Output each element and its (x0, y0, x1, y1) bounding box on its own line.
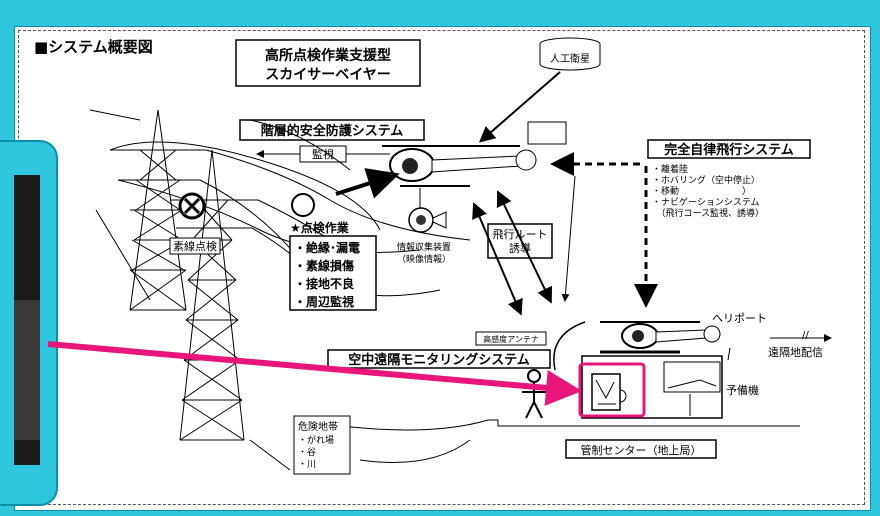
monitoring-label: 監視 (312, 147, 334, 161)
slide-panel (14, 26, 871, 511)
wire-inspection-box (169, 237, 221, 255)
transmission-tower-left (110, 109, 206, 311)
danger-item-2: ・谷 (298, 447, 316, 458)
inspection-item-2: ・素線損傷 (294, 258, 354, 273)
main-title-line-2: スカイサーベイヤー (265, 67, 391, 83)
control-center-label: 管制センター（地上局） (581, 443, 702, 457)
antenna-label: 高感度アンテナ (483, 334, 539, 344)
satellite-label: 人工衛星 (550, 52, 590, 65)
helicopter-heliport-icon (600, 321, 721, 354)
remote-delivery-slash-icon: // (802, 330, 809, 341)
inspection-title: ★点検作業 (290, 220, 350, 235)
info-device-label-2: （映像情報） (397, 253, 451, 265)
terrain-line-3 (249, 439, 291, 471)
terrain-line-2 (359, 439, 471, 463)
autonomous-item-1: ・離着陸 (652, 163, 688, 175)
remote-delivery-label: 遠隔地配信 (768, 346, 823, 359)
main-title-box (235, 39, 421, 87)
mast-icon (727, 347, 731, 361)
inspection-item-4: ・周辺監視 (294, 294, 354, 309)
heliport-label: ヘリポート (712, 312, 767, 325)
danger-zone-box (293, 415, 351, 475)
inspection-item-1: ・絶縁･漏電 (294, 240, 360, 255)
helicopter-main-icon (382, 145, 537, 187)
aerial-monitoring-label: 空中遠隔モニタリングシステム (348, 352, 530, 368)
autonomous-item-2: ・ホバリング（空中停止） (652, 174, 760, 186)
autonomous-item-3: ・移動 ） (652, 185, 751, 197)
satellite-icon (539, 37, 601, 71)
spare-heli-icon (667, 379, 717, 389)
layered-safety-box (239, 119, 425, 141)
aerial-monitoring-box (327, 349, 551, 369)
autonomous-item-4: ・ナビゲーションシステム (652, 196, 760, 208)
person-icon (522, 369, 546, 419)
satellite-link-arrow (478, 71, 561, 143)
antenna-box (475, 331, 547, 346)
autonomous-flight-label: 完全自律飛行システム (664, 142, 794, 158)
diagram-title: ■システム概要図 (34, 38, 153, 56)
danger-item-1: ・がれ場 (298, 434, 334, 446)
autonomous-item-5: （飛行コース監視、誘導） (652, 207, 764, 219)
antenna-dish-icon (553, 321, 586, 371)
data-link-arrow-2 (496, 190, 553, 304)
transmission-tower-right (170, 149, 258, 441)
inspection-point-icon (291, 193, 315, 217)
main-title-line-1: 高所点検作業支援型 (265, 47, 391, 64)
monitor-icon (591, 373, 621, 411)
data-link-arrow-3 (561, 175, 576, 302)
pointer-arrow (47, 341, 582, 406)
inset-photo-detail (14, 300, 40, 440)
control-center-box (565, 439, 717, 459)
spare-bay (663, 361, 721, 393)
inspection-item-3: ・接地不良 (294, 276, 354, 291)
blank-box (527, 121, 567, 145)
danger-zone-title: 危険地帯 (298, 420, 338, 433)
monitor-content (595, 379, 616, 405)
autonomous-flight-box (647, 139, 811, 159)
wire-inspection-label: 素線点検 (173, 239, 217, 253)
layered-safety-label: 階層的安全防護システム (261, 123, 404, 139)
ground-line (488, 419, 800, 427)
info-device-label-1: 情報収集装置 (397, 241, 451, 253)
inspection-box (289, 235, 377, 311)
camera-icon (408, 207, 447, 233)
spare-label: 予備機 (726, 383, 759, 397)
inspection-arrow (335, 168, 400, 199)
fault-x-icon (178, 192, 206, 220)
danger-item-3: ・川 (298, 460, 316, 470)
